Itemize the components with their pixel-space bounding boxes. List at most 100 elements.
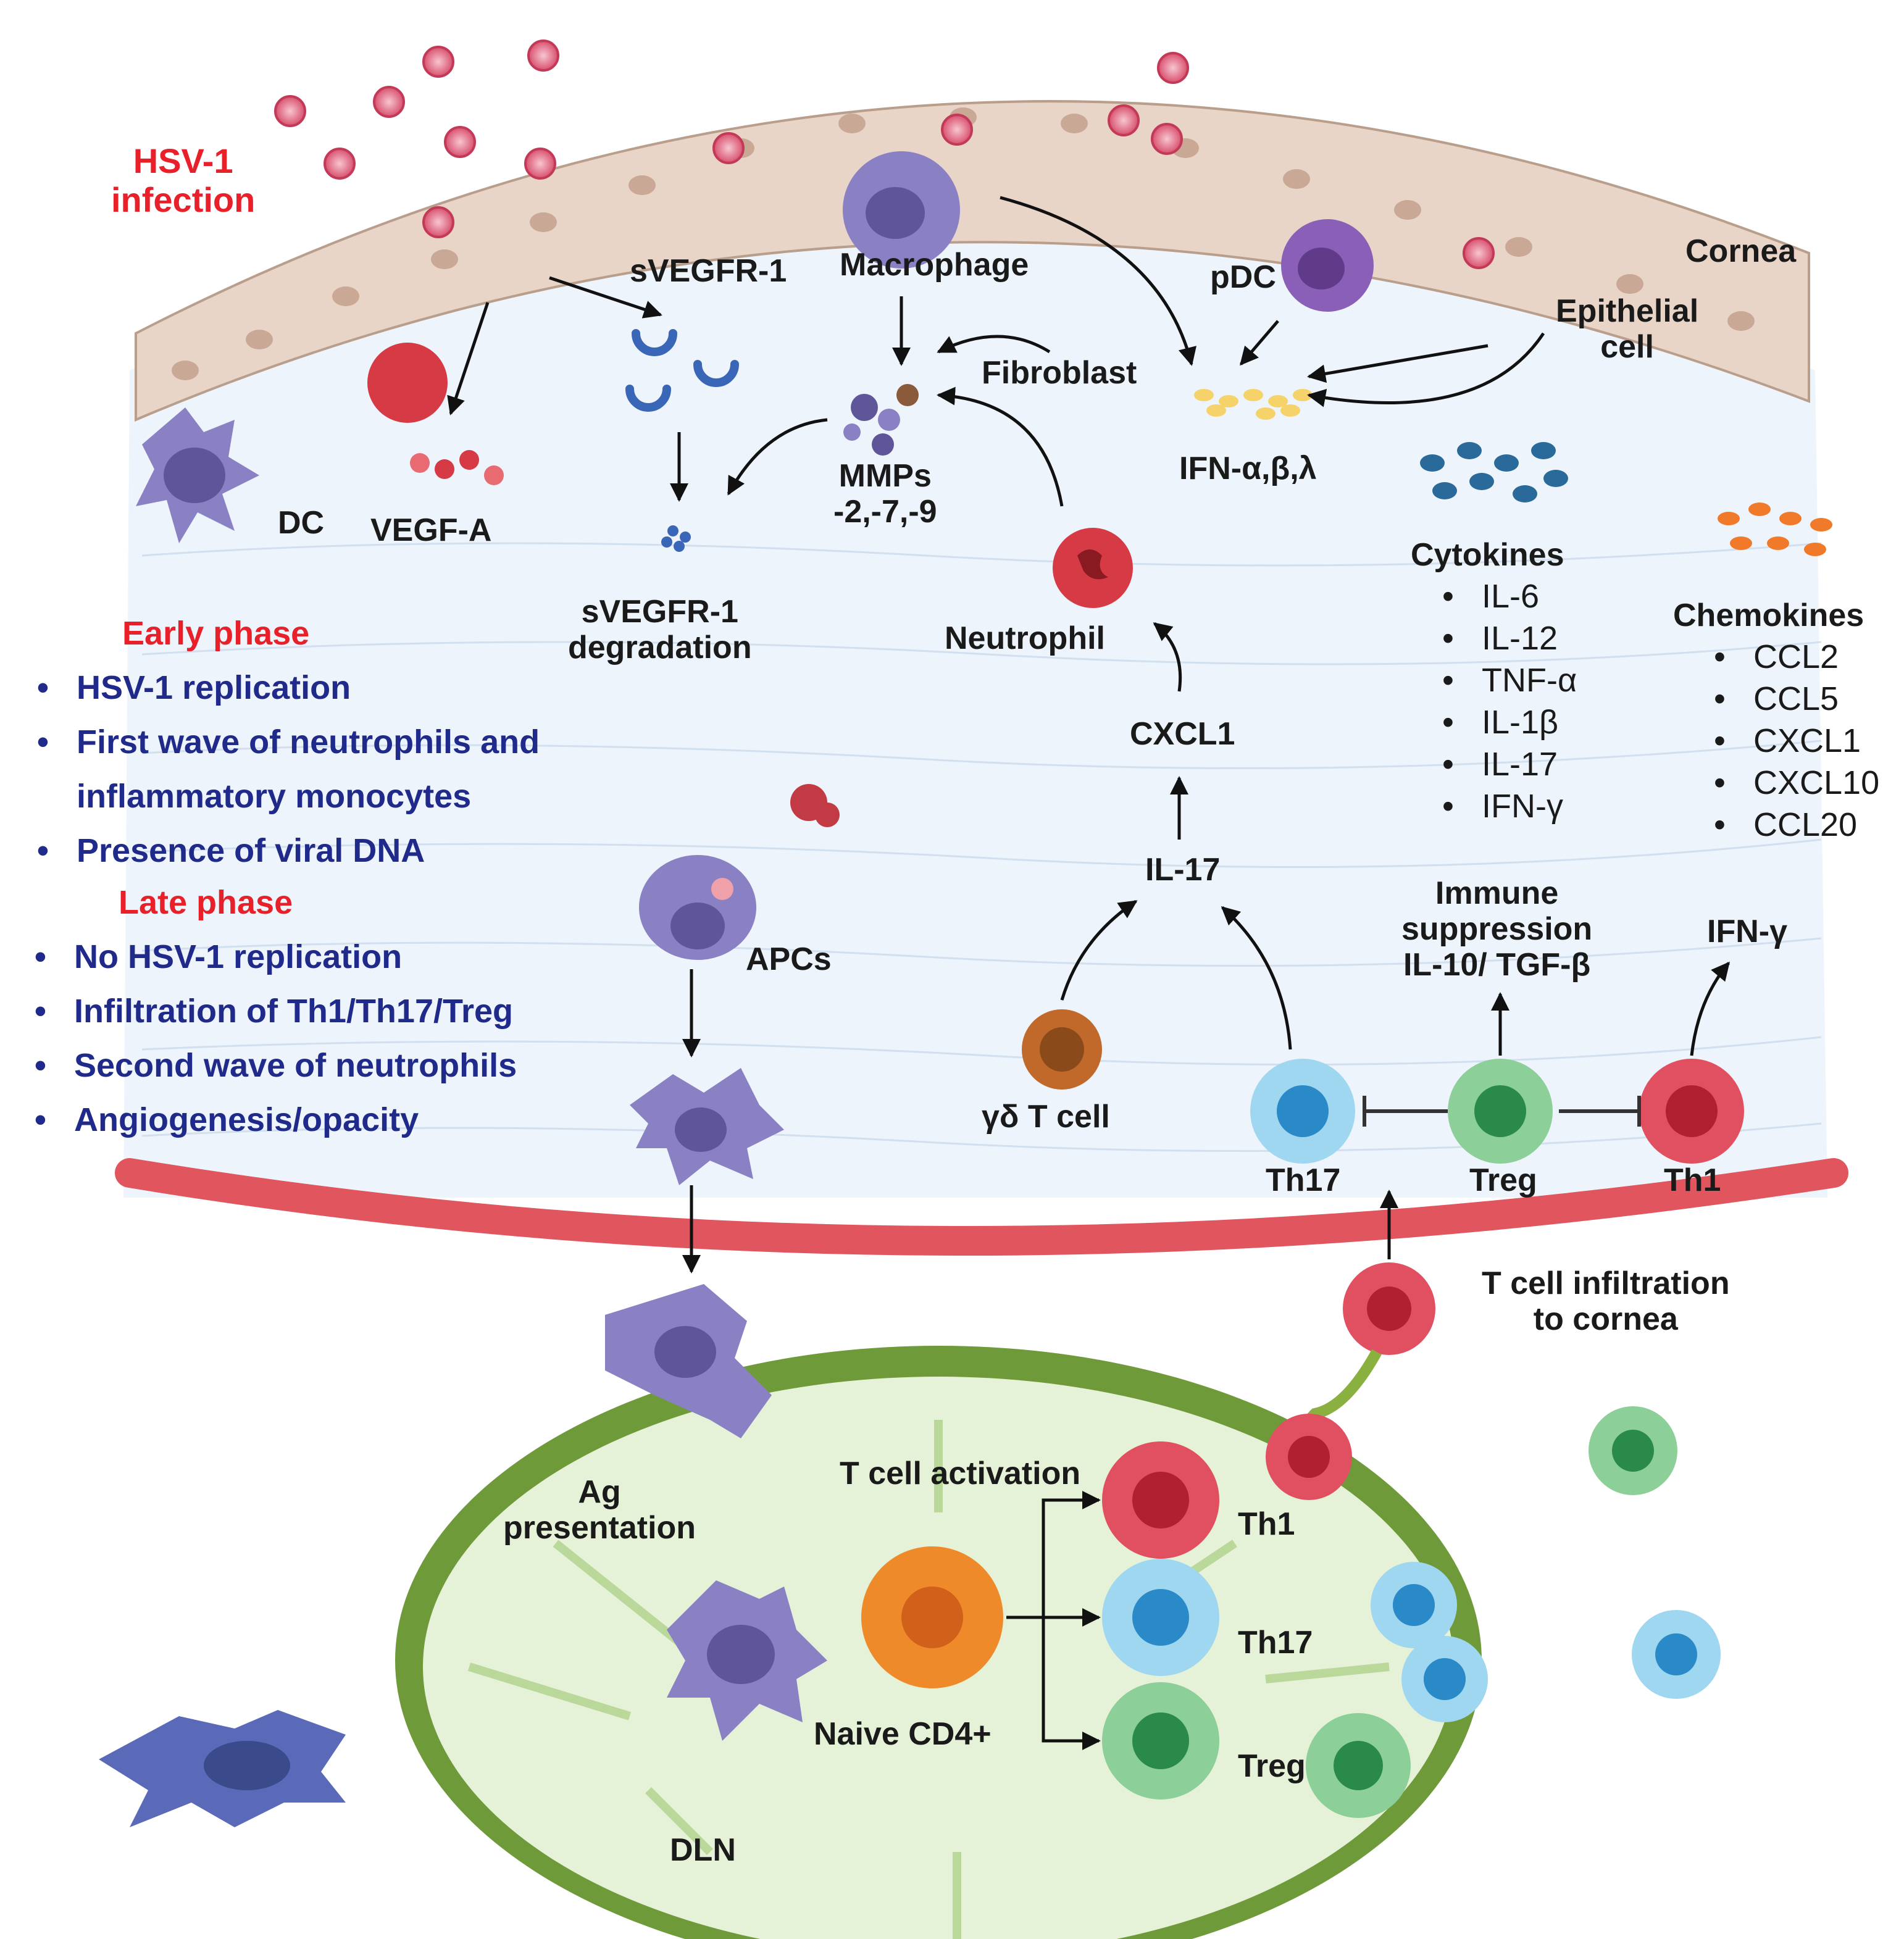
th17-cell-dln [1102,1559,1219,1676]
early-phase-title: Early phase [122,615,310,652]
cytokines-title: Cytokines [1411,537,1564,573]
chemokines-title: Chemokines [1673,598,1864,633]
th17-cell-top [1250,1059,1355,1164]
cornea-label: Cornea [1685,233,1797,269]
late-phase-list: No HSV-1 replication Infiltration of Th1… [35,930,517,1147]
debris [790,784,840,827]
arrow-neut-to-mmp [937,386,1064,507]
svegfr1-fragments [661,525,691,552]
svegfr1-label: sVEGFR-1 [630,253,787,289]
arrow-mac-to-ifn [1000,196,1196,366]
ifng-label: IFN-γ [1707,914,1787,949]
cytokine-item: TNF-α [1442,659,1577,701]
treg-cell-dln [1102,1682,1219,1799]
gd-t-cell-label: γδ T cell [982,1099,1110,1135]
early-phase-list: HSV-1 replication First wave of neutroph… [37,661,540,878]
th1-label-dln: Th1 [1238,1506,1295,1542]
cytokine-item: IL-12 [1442,617,1577,659]
vegfa-particles [435,459,454,479]
arrow-epi-to-svegfr [549,276,662,319]
macrophage-cell [843,151,960,269]
arrow-cxcl1-to-neut [1153,622,1182,692]
vegfa-label: VEGF-A [370,512,492,548]
neutrophil-label: Neutrophil [945,620,1105,656]
chemokine-item: CCL20 [1714,804,1879,846]
late-phase-item: Infiltration of Th1/Th17/Treg [35,984,517,1038]
cytokine-item: IL-17 [1442,743,1577,785]
early-phase-item: HSV-1 replication [37,661,540,715]
th1-label-top: Th1 [1664,1162,1721,1198]
arrow-branch-treg [1042,1617,1101,1750]
th1-cell-dln [1102,1441,1219,1559]
arrow-pdc-to-ifn [1240,320,1279,366]
chemokine-item: CXCL1 [1714,720,1879,762]
arrow-mmp-to-deg [727,418,828,496]
neutrophil-top [367,343,448,423]
vegfa-particle [484,465,504,485]
naive-cd4-cell [861,1546,1003,1688]
cytokine-item: IL-1β [1442,701,1577,743]
cytokine-item: IL-6 [1442,575,1577,617]
cytokine-item: IFN-γ [1442,785,1577,827]
treg-cell-top [1448,1059,1553,1164]
chemokine-item: CCL2 [1714,636,1879,678]
dc-outside [99,1710,346,1827]
arrow-th1-to-ifng [1690,961,1730,1056]
vegfa-particle [410,453,430,473]
exiting-cells [1266,1406,1721,1818]
infiltrating-t-cell [1343,1262,1435,1355]
arrow-epi-to-ifn [1307,344,1489,383]
ifn-label: IFN-α,β,λ [1179,451,1317,486]
dc-presenting [667,1580,827,1741]
th17-label-dln: Th17 [1238,1625,1313,1661]
svegfr1-receptors [625,329,739,412]
early-phase-item: Presence of viral DNA [37,824,540,878]
early-phase-item: First wave of neutrophils and [37,715,540,769]
pdc-label: pDC [1210,259,1276,295]
arrow-epi2-to-ifn [1307,332,1545,407]
dc-on-node [605,1284,772,1438]
late-phase-item: Angiogenesis/opacity [35,1093,517,1147]
inhibition-line-th1 [1559,1096,1641,1127]
vegfa-particle [459,450,479,470]
arrow-gd-to-il17 [1060,899,1138,1001]
macrophage-label: Macrophage [840,247,1029,283]
cytokine-molecules [1420,442,1568,502]
chemokine-item: CXCL10 [1714,762,1879,804]
hsv-virions [274,40,1495,269]
arrows [447,196,1730,1750]
mmp-molecules [843,384,919,456]
treg-label-top: Treg [1469,1162,1537,1198]
chemokine-list: CCL2 CCL5 CXCL1 CXCL10 CCL20 [1714,636,1879,846]
arrow-branch-th1 [1042,1491,1101,1617]
il17-label: IL-17 [1145,852,1221,888]
dc-migrating [630,1068,784,1185]
late-phase-item: Second wave of neutrophils [35,1038,517,1093]
fibroblast-label: Fibroblast [982,355,1137,391]
dc-label: DC [278,505,325,541]
gd-t-cell [1022,1009,1102,1090]
apc-cell [639,855,756,960]
basement-membrane [115,1158,1848,1256]
cytokine-list: IL-6 IL-12 TNF-α IL-1β IL-17 IFN-γ [1442,575,1577,827]
corneal-epithelium [135,100,1810,422]
chemokine-molecules [1718,502,1832,556]
arrow-th17-to-il17 [1221,906,1292,1050]
apcs-label: APCs [746,941,832,977]
inhibition-line-th17 [1363,1096,1448,1127]
treg-label-dln: Treg [1238,1748,1306,1784]
ifn-molecules [1194,389,1313,420]
dc-cell [136,407,259,543]
arrow-fib-to-mmp [937,335,1051,354]
th17-label-top: Th17 [1266,1162,1341,1198]
pdc-cell [1281,219,1374,312]
early-phase-item: inflammatory monocytes [77,778,472,815]
cxcl1-label: CXCL1 [1130,716,1235,752]
